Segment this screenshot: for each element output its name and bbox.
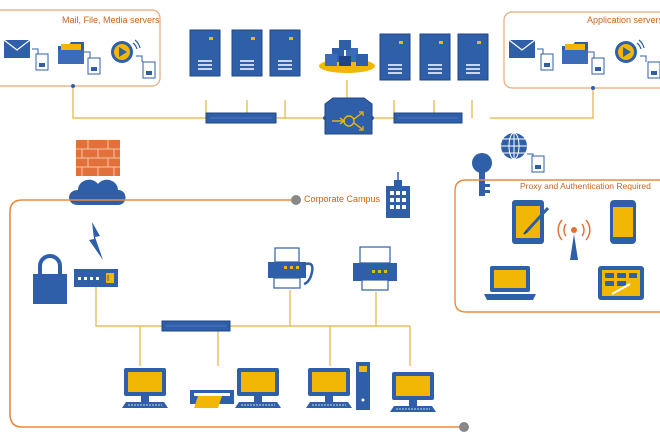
server-icon xyxy=(269,29,301,77)
document-icon xyxy=(87,57,101,75)
desktop-computer-icon xyxy=(305,367,353,409)
modem-icon xyxy=(74,269,118,287)
desktop-computer-icon xyxy=(121,367,169,409)
fax-icon xyxy=(268,247,314,289)
folder-icon xyxy=(58,42,84,64)
lightning-icon xyxy=(89,222,103,260)
server-icon xyxy=(379,33,411,81)
wireless-tower-icon xyxy=(557,219,591,260)
tower-pc-icon xyxy=(356,362,370,410)
router-icon xyxy=(324,97,373,135)
document-icon xyxy=(591,57,605,75)
document-icon xyxy=(142,61,156,79)
switch-icon xyxy=(205,112,277,124)
campus-connector-node xyxy=(291,195,301,205)
building-icon xyxy=(386,172,410,218)
document-icon xyxy=(647,61,660,79)
tablet-icon xyxy=(512,200,550,244)
server-icon xyxy=(231,29,263,77)
firewall-icon xyxy=(76,140,120,176)
folder-icon xyxy=(562,42,588,64)
server-icon xyxy=(419,33,451,81)
corporate-campus-label: Corporate Campus xyxy=(304,194,381,204)
desktop-computer-icon xyxy=(389,371,437,413)
database-cluster-icon xyxy=(319,40,375,73)
application-servers-label: Application servers xyxy=(587,15,660,25)
smartphone-icon xyxy=(610,200,636,244)
media-play-icon xyxy=(614,39,645,64)
mail-file-media-label: Mail, File, Media servers xyxy=(62,15,160,25)
media-play-icon xyxy=(110,39,141,64)
switch-icon xyxy=(161,320,231,332)
mail-icon xyxy=(508,39,536,59)
printer-icon xyxy=(353,246,397,291)
campus-connector-node xyxy=(459,422,469,432)
kiosk-icon xyxy=(598,266,644,300)
document-icon xyxy=(35,53,49,71)
campus-lan-links xyxy=(95,287,411,366)
laptop-icon xyxy=(484,266,536,300)
key-icon xyxy=(472,153,492,196)
application-servers-region xyxy=(503,11,660,89)
document-icon xyxy=(540,53,554,71)
proxy-auth-label: Proxy and Authentication Required xyxy=(520,181,651,191)
mail-icon xyxy=(3,39,31,59)
switch-icon xyxy=(393,112,463,124)
desktop-computer-icon xyxy=(190,367,282,409)
corporate-campus-border xyxy=(9,199,464,428)
server-icon xyxy=(457,33,489,81)
lock-icon xyxy=(33,254,67,304)
document-icon xyxy=(531,155,545,173)
cloud-icon xyxy=(69,179,126,205)
proxy-auth-region xyxy=(454,179,660,313)
server-icon xyxy=(189,29,221,77)
backbone-links xyxy=(72,80,594,119)
globe-icon xyxy=(501,132,527,160)
